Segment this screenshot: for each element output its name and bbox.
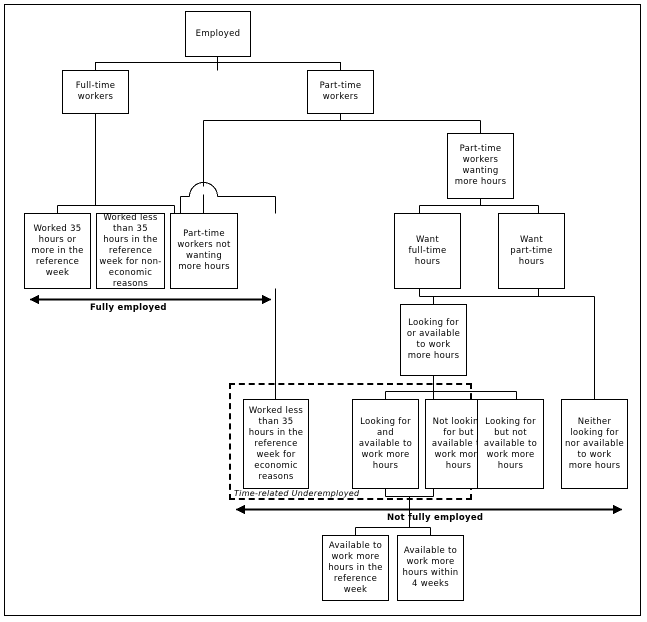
time-related-underemployed-caption: Time-related Underemployed <box>233 489 361 498</box>
diagram-border <box>4 4 641 616</box>
node-employed[interactable]: Employed <box>185 11 251 57</box>
node-employed-label: Employed <box>195 28 241 39</box>
not-fully-employed-caption: Not fully employed <box>387 513 484 523</box>
fully-employed-caption: Fully employed <box>90 303 167 313</box>
